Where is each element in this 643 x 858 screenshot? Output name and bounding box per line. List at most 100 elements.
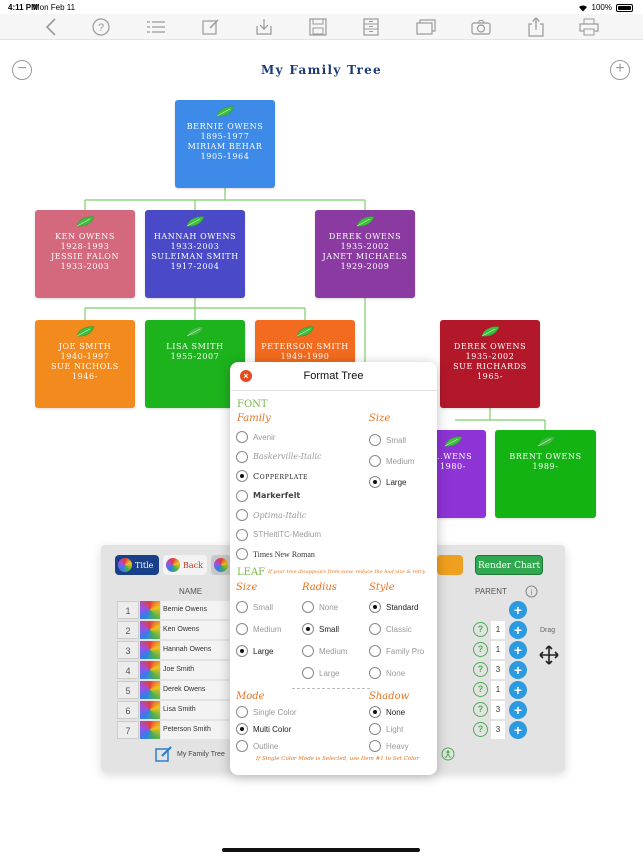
move-handle-icon[interactable] xyxy=(539,645,559,665)
edit-file-icon[interactable] xyxy=(155,745,173,763)
mode-option[interactable]: Single Color xyxy=(236,705,297,719)
tree-node[interactable]: Lisa Smith1955-2007 xyxy=(145,320,245,408)
add-child-button[interactable]: + xyxy=(509,641,527,659)
add-child-button[interactable]: + xyxy=(509,721,527,739)
color-swatch-icon[interactable] xyxy=(140,601,160,619)
filing-cabinet-icon[interactable] xyxy=(360,17,382,37)
tree-node[interactable]: Brent Owens1989- xyxy=(495,430,596,518)
toolbar: ? xyxy=(0,14,643,40)
parent-value[interactable]: 1 xyxy=(491,621,505,639)
radius-option[interactable]: Small xyxy=(302,622,339,636)
font-family-option[interactable]: STHeitiTC-Medium xyxy=(236,528,321,542)
shadow-option[interactable]: Light xyxy=(369,722,403,736)
add-child-button[interactable]: + xyxy=(509,601,527,619)
font-family-option[interactable]: Times New Roman xyxy=(236,547,315,561)
leaf-style-option[interactable]: None xyxy=(369,666,405,680)
color-swatch-icon[interactable] xyxy=(140,681,160,699)
leaf-style-option[interactable]: Standard xyxy=(369,600,418,614)
share-icon[interactable] xyxy=(525,17,547,37)
tab-orange[interactable] xyxy=(437,555,463,575)
camera-icon[interactable] xyxy=(470,17,492,37)
windows-icon[interactable] xyxy=(415,17,437,37)
leaf-size-option[interactable]: Large xyxy=(236,644,273,658)
color-swatch-icon[interactable] xyxy=(140,661,160,679)
edit-icon[interactable] xyxy=(200,17,222,37)
radius-option[interactable]: Large xyxy=(302,666,339,680)
parent-value[interactable]: 1 xyxy=(491,641,505,659)
row-name[interactable]: Joe Smith xyxy=(161,661,251,679)
radius-option[interactable]: Medium xyxy=(302,644,347,658)
row-name[interactable]: Derek Owens xyxy=(161,681,251,699)
tree-node[interactable]: Derek Owens1935-2002Sue Richards1965- xyxy=(440,320,540,408)
tree-node[interactable]: Ken Owens1928-1993Jessie Falon1933-2003 xyxy=(35,210,135,298)
font-family-option[interactable]: Optima-Italic xyxy=(236,508,306,522)
help-icon[interactable]: ? xyxy=(473,702,488,717)
font-size-option[interactable]: Small xyxy=(369,433,406,447)
color-swatch-icon[interactable] xyxy=(140,621,160,639)
zoom-in-button[interactable]: + xyxy=(610,60,630,80)
help-icon[interactable]: ? xyxy=(473,722,488,737)
row-name[interactable]: Peterson Smith xyxy=(161,721,251,739)
tree-node[interactable]: Derek Owens1935-2002Janet Michaels1929-2… xyxy=(315,210,415,298)
parent-value[interactable]: 3 xyxy=(491,661,505,679)
color-swatch-icon[interactable] xyxy=(140,641,160,659)
help-icon[interactable]: ? xyxy=(473,622,488,637)
font-size-option[interactable]: Medium xyxy=(369,454,414,468)
tab-extra[interactable] xyxy=(211,555,231,575)
back-icon[interactable] xyxy=(40,17,62,37)
print-icon[interactable] xyxy=(578,17,600,37)
row-name[interactable]: Hannah Owens xyxy=(161,641,251,659)
font-family-option[interactable]: Markerfelt xyxy=(236,489,300,503)
tab-title[interactable]: Title xyxy=(115,555,159,575)
font-family-option[interactable]: Baskerville-Italic xyxy=(236,450,322,464)
parent-value[interactable]: 1 xyxy=(491,681,505,699)
add-child-button[interactable]: + xyxy=(509,621,527,639)
add-child-button[interactable]: + xyxy=(509,681,527,699)
help-icon[interactable]: ? xyxy=(473,662,488,677)
add-child-button[interactable]: + xyxy=(509,661,527,679)
close-icon[interactable]: × xyxy=(240,370,252,382)
leaf-size-option[interactable]: Medium xyxy=(236,622,281,636)
leaf-size-option[interactable]: Small xyxy=(236,600,273,614)
row-name[interactable]: Ken Owens xyxy=(161,621,251,639)
render-chart-button[interactable]: Render Chart xyxy=(475,555,543,575)
mode-option[interactable]: Multi Color xyxy=(236,722,291,736)
download-icon[interactable] xyxy=(253,17,275,37)
parent-value[interactable]: 3 xyxy=(491,701,505,719)
add-child-button[interactable]: + xyxy=(509,701,527,719)
zoom-out-button[interactable]: − xyxy=(12,60,32,80)
tree-node[interactable]: Bernie Owens1895-1977Miriam Behar1905-19… xyxy=(175,100,275,188)
leaf-style-option[interactable]: Classic xyxy=(369,622,412,636)
row-name[interactable]: Lisa Smith xyxy=(161,701,251,719)
tree-node[interactable]: Hannah Owens1933-2003Suleiman Smith1917-… xyxy=(145,210,245,298)
tree-node[interactable]: Joe Smith1940-1997Sue Nichols1946- xyxy=(35,320,135,408)
font-size-option[interactable]: Large xyxy=(369,475,406,489)
font-family-option[interactable]: Copperplate xyxy=(236,469,308,483)
font-family-option[interactable]: Avenir xyxy=(236,430,276,444)
mode-option[interactable]: Outline xyxy=(236,739,278,753)
help-icon[interactable]: ? xyxy=(473,682,488,697)
save-icon[interactable] xyxy=(307,17,329,37)
shadow-option[interactable]: Heavy xyxy=(369,739,409,753)
color-swatch-icon[interactable] xyxy=(140,701,160,719)
person-icon[interactable] xyxy=(441,747,455,761)
tab-back[interactable]: Back xyxy=(163,555,207,575)
help-icon[interactable]: ? xyxy=(473,642,488,657)
help-icon[interactable]: ? xyxy=(90,17,112,37)
color-swatch-icon[interactable] xyxy=(140,721,160,739)
shadow-option[interactable]: None xyxy=(369,705,405,719)
row-name[interactable]: Bernie Owens xyxy=(161,601,251,619)
leaf-style-option[interactable]: Family Pro xyxy=(369,644,424,658)
radius-option[interactable]: None xyxy=(302,600,338,614)
parent-value[interactable]: 3 xyxy=(491,721,505,739)
list-icon[interactable] xyxy=(145,17,167,37)
info-icon[interactable]: i xyxy=(525,585,538,598)
color-wheel-icon xyxy=(166,558,180,572)
